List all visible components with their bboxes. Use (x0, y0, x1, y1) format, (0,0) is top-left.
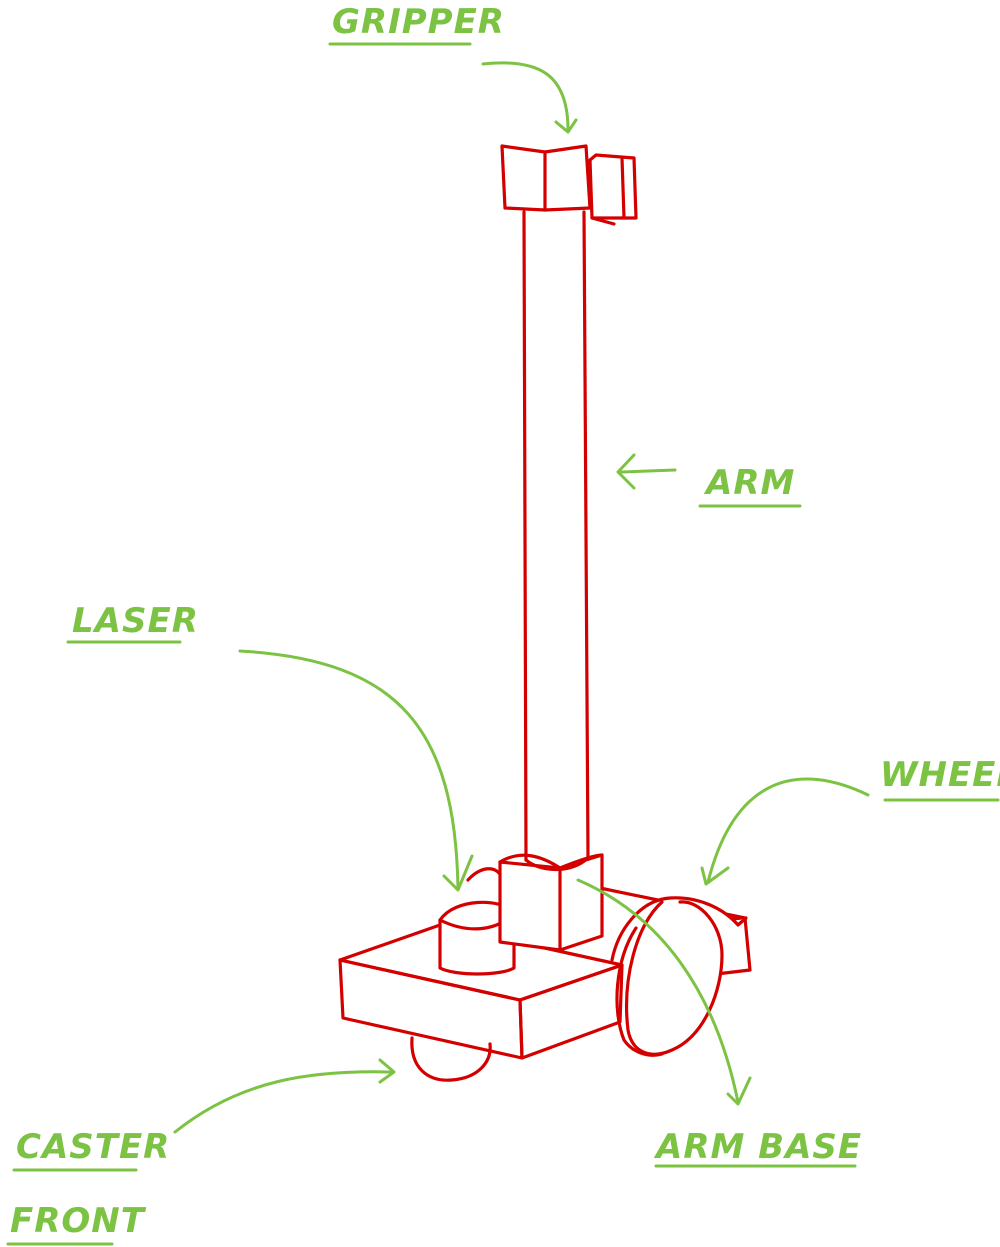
laser-arrow (238, 649, 474, 892)
caster-front-arrow (173, 1058, 396, 1134)
wheel-label: WHEEL (880, 755, 1000, 795)
arm-arrow (616, 453, 677, 490)
caster-front-shape (410, 1036, 492, 1082)
arm-base-label: ARM BASE (653, 1127, 862, 1167)
wheel-shape (610, 896, 748, 1057)
gripper-shape (500, 144, 638, 226)
arm-base-arrow (576, 878, 752, 1106)
arm-label: ARM (703, 463, 795, 503)
arm-shape (522, 210, 590, 871)
gripper-arrow (481, 61, 578, 134)
robot-drawing (338, 144, 752, 1082)
wheel-arrow (700, 777, 870, 886)
gripper-label: GRIPPER (332, 2, 505, 42)
annotation-labels: GRIPPER ARM LASER WHEEL CASTER FRONT ARM… (10, 2, 1000, 1241)
caster-front-label-line2: FRONT (10, 1201, 147, 1241)
annotations (6, 42, 1000, 1246)
caster-front-label-line1: CASTER (16, 1127, 170, 1167)
laser-label: LASER (72, 601, 199, 641)
